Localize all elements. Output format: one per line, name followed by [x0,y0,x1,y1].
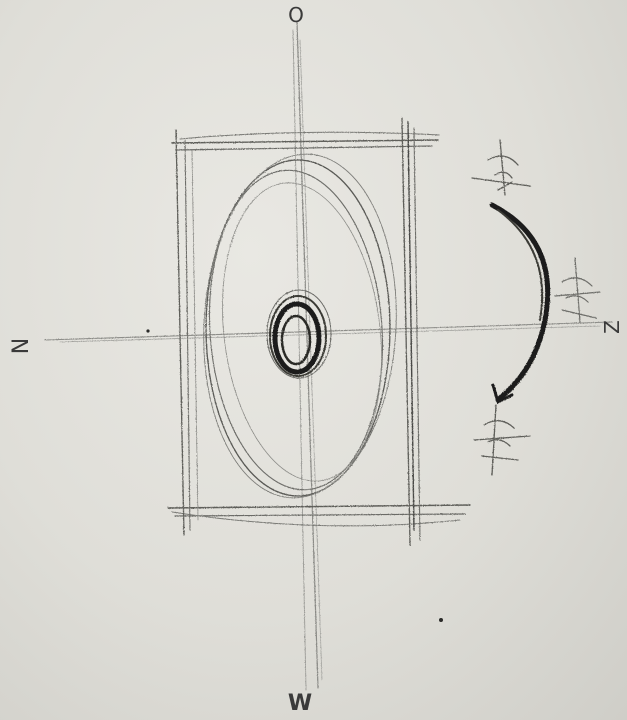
outer-ellipses [195,149,405,503]
pin-figure-top-icon [472,140,530,195]
pin-figure-bottom-icon [474,405,530,475]
rotation-arrow-icon [492,205,548,402]
top-direction-label: O [288,3,304,27]
right-direction-label: Z [600,320,624,334]
bottom-direction-label: W [288,691,312,716]
horizontal-axis [45,322,612,342]
dot-marker-left [146,329,149,332]
left-direction-label: N [9,338,34,354]
pin-figure-middle-icon [555,258,600,322]
dot-marker-bottom [439,618,443,622]
